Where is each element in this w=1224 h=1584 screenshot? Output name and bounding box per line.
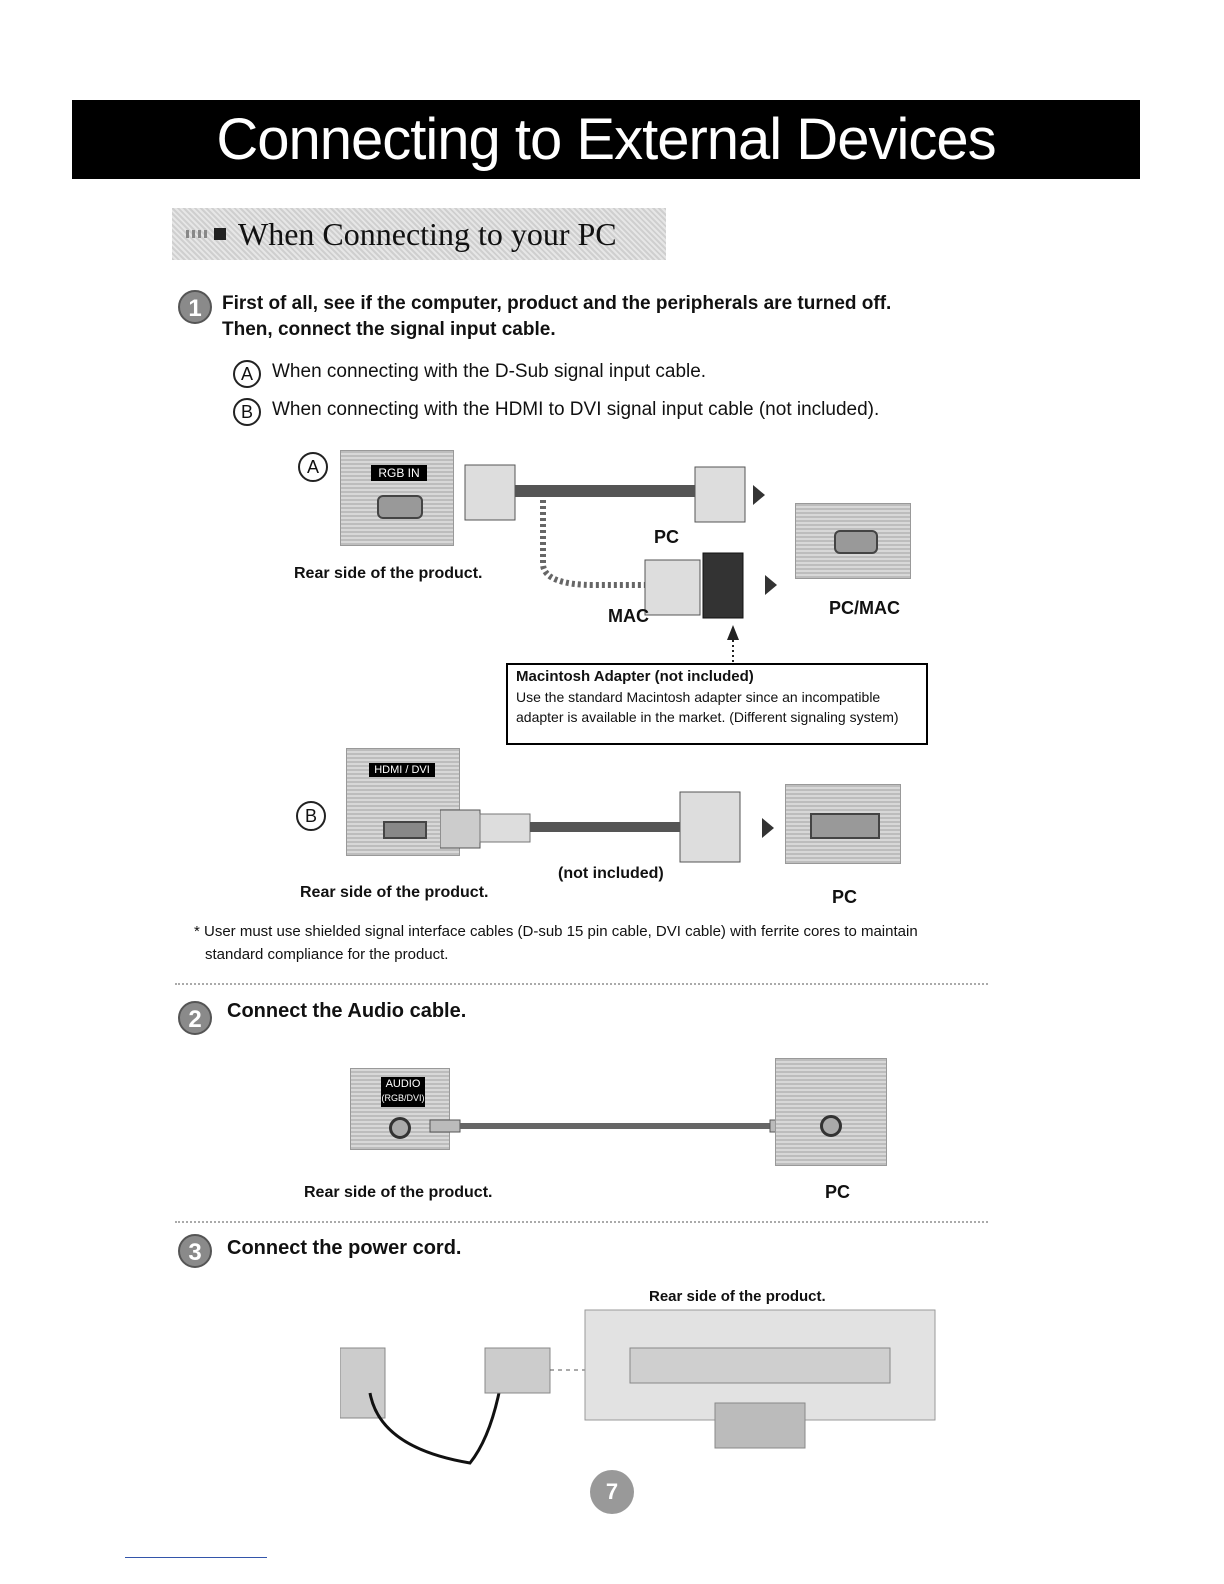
dots-decoration (186, 230, 210, 238)
rear-caption-b: Rear side of the product. (300, 884, 489, 901)
note-line2: standard compliance for the product. (205, 946, 449, 963)
option-a-text: When connecting with the D-Sub signal in… (272, 361, 707, 382)
footer-rule (125, 1557, 267, 1558)
power-cord-diagram (340, 1309, 936, 1465)
step-3-text: Connect the power cord. (227, 1237, 462, 1259)
rear-caption-a: Rear side of the product. (294, 565, 483, 582)
rear-caption-power: Rear side of the product. (649, 1288, 826, 1305)
hdmi-plug (440, 809, 481, 849)
adapter-note-line2: adapter is available in the market. (Dif… (516, 709, 899, 725)
adapter-note-title: Macintosh Adapter (not included) (516, 668, 754, 685)
mac-plug (644, 559, 701, 616)
vga-port-icon (377, 495, 423, 519)
divider-2 (175, 1221, 988, 1223)
audio-port-panel: AUDIO (RGB/DVI) (350, 1068, 450, 1150)
arrow-up-icon (727, 625, 739, 640)
option-b-text: When connecting with the HDMI to DVI sig… (272, 399, 880, 420)
hdmi-dvi-label: HDMI / DVI (369, 763, 435, 777)
pc-dvi-port-icon (810, 813, 880, 839)
dsub-cable-diagram (464, 464, 777, 663)
mac-cable (540, 500, 645, 588)
not-included-label: (not included) (558, 865, 664, 882)
section-header: When Connecting to your PC (172, 208, 666, 260)
hdmi-dvi-cable (530, 822, 680, 832)
audio-cable-diagram (429, 1119, 801, 1133)
rgb-in-label: RGB IN (371, 465, 427, 481)
arrow-to-pc-b-icon (762, 818, 774, 838)
diagram-a-marker: A (298, 452, 328, 482)
monitor-stand (714, 1402, 806, 1449)
note-line1: * User must use shielded signal interfac… (194, 923, 918, 940)
option-b-marker: B (233, 398, 261, 426)
pc-dvi-port-panel (785, 784, 901, 864)
rgb-in-port-panel: RGB IN (340, 450, 454, 546)
square-bullet-icon (214, 228, 226, 240)
step-2-badge: 2 (178, 1001, 212, 1035)
diagram-b-marker: B (296, 801, 326, 831)
step-3-badge: 3 (178, 1234, 212, 1268)
power-cord (368, 1387, 502, 1465)
dvi-plug (679, 791, 741, 863)
mac-label: MAC (608, 606, 649, 626)
option-a-marker: A (233, 360, 261, 388)
step-1-badge: 1 (178, 290, 212, 324)
hdmi-dvi-cable-diagram (440, 791, 774, 863)
divider-1 (175, 983, 988, 985)
pcmac-label: PC/MAC (829, 598, 900, 618)
wall-outlet-icon (340, 1347, 386, 1419)
audio-jack-icon (389, 1117, 411, 1139)
page-title: Connecting to External Devices (72, 100, 1140, 179)
audio-label-line1: AUDIO (385, 1078, 421, 1090)
step-1-line1: First of all, see if the computer, produ… (222, 293, 892, 314)
mac-adapter (702, 552, 744, 619)
rear-caption-audio: Rear side of the product. (304, 1184, 493, 1201)
pc-audio-jack-icon (820, 1115, 842, 1137)
step-2-text: Connect the Audio cable. (227, 1000, 467, 1022)
pc-label-audio: PC (825, 1182, 851, 1202)
pc-audio-port-panel (775, 1058, 887, 1166)
audio-cable (460, 1123, 780, 1129)
monitor-port-row (629, 1347, 891, 1384)
pc-vga-port-panel (795, 503, 911, 579)
arrow-to-mac-icon (765, 575, 777, 595)
step-1-line2: Then, connect the signal input cable. (222, 319, 556, 340)
mac-adapter-note: Macintosh Adapter (not included) Use the… (506, 663, 928, 745)
audio-label-line2: (RGB/DVI) (381, 1093, 425, 1103)
pc-label-b: PC (832, 887, 858, 907)
pc-label-a: PC (654, 527, 680, 547)
dsub-plug-right (694, 466, 746, 523)
page-number-badge: 7 (590, 1470, 634, 1514)
pc-vga-port-icon (834, 530, 878, 554)
dsub-plug-left (464, 464, 516, 521)
power-plug-socket (484, 1347, 551, 1394)
adapter-note-line1: Use the standard Macintosh adapter since… (516, 689, 881, 705)
dsub-cable (515, 485, 695, 497)
arrow-to-pc-icon (753, 485, 765, 505)
audio-label: AUDIO (RGB/DVI) (381, 1077, 425, 1107)
section-title: When Connecting to your PC (238, 216, 617, 252)
hdmi-port-icon (383, 821, 427, 839)
hdmi-strain-relief (479, 813, 531, 843)
